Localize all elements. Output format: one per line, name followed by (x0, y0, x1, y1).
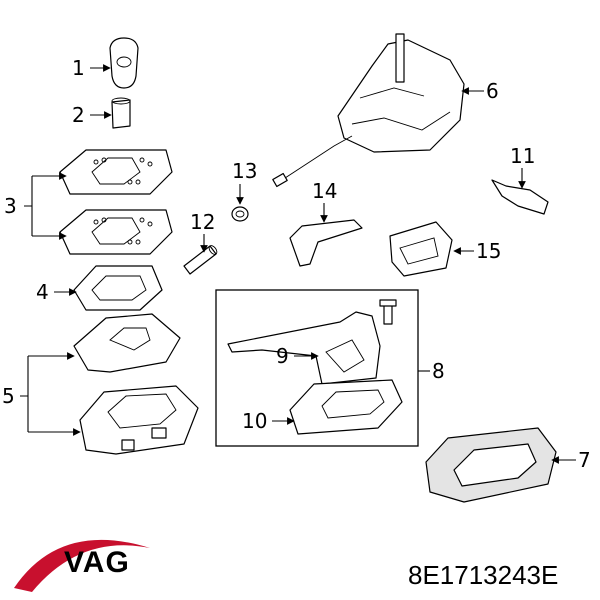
part-11-clip (491, 179, 549, 215)
part-6-gear-selector (272, 33, 465, 188)
part-2-sleeve (111, 97, 131, 129)
vag-logo: VAG (14, 539, 150, 592)
part-5-upper-cover (73, 313, 181, 373)
logo-swoosh (14, 539, 150, 592)
callout-13: 13 (232, 159, 257, 183)
callout-1: 1 (72, 56, 85, 80)
callout-15: 15 (476, 239, 501, 263)
part-3-lower-indicator-panel (59, 209, 173, 255)
callout-10: 10 (242, 409, 267, 433)
callout-12: 12 (190, 210, 215, 234)
part-4-frame (73, 265, 163, 311)
part-9-lever-assembly (227, 299, 397, 385)
part-12-pin (183, 245, 218, 275)
callout-11: 11 (510, 144, 535, 168)
part-8-box (215, 289, 419, 447)
callout-3: 3 (4, 194, 17, 218)
callout-7: 7 (578, 448, 591, 472)
part-10-tray (289, 379, 403, 435)
callout-5: 5 (2, 384, 15, 408)
callout-9: 9 (276, 344, 289, 368)
part-14-bracket (289, 219, 363, 267)
callout-8: 8 (432, 359, 445, 383)
brand-name: VAG (64, 546, 130, 579)
callout-6: 6 (486, 79, 499, 103)
part-7-trim-panel (425, 427, 557, 503)
part-number: 8E1713243E (408, 560, 558, 590)
callout-2: 2 (72, 103, 85, 127)
part-15-mounting-plate (389, 221, 453, 277)
part-1-shift-knob (109, 37, 139, 89)
part-5-lower-housing (79, 385, 199, 455)
callout-14: 14 (312, 179, 337, 203)
callout-4: 4 (36, 280, 49, 304)
part-13-bushing (231, 206, 249, 222)
part-3-upper-indicator-panel (59, 149, 173, 195)
